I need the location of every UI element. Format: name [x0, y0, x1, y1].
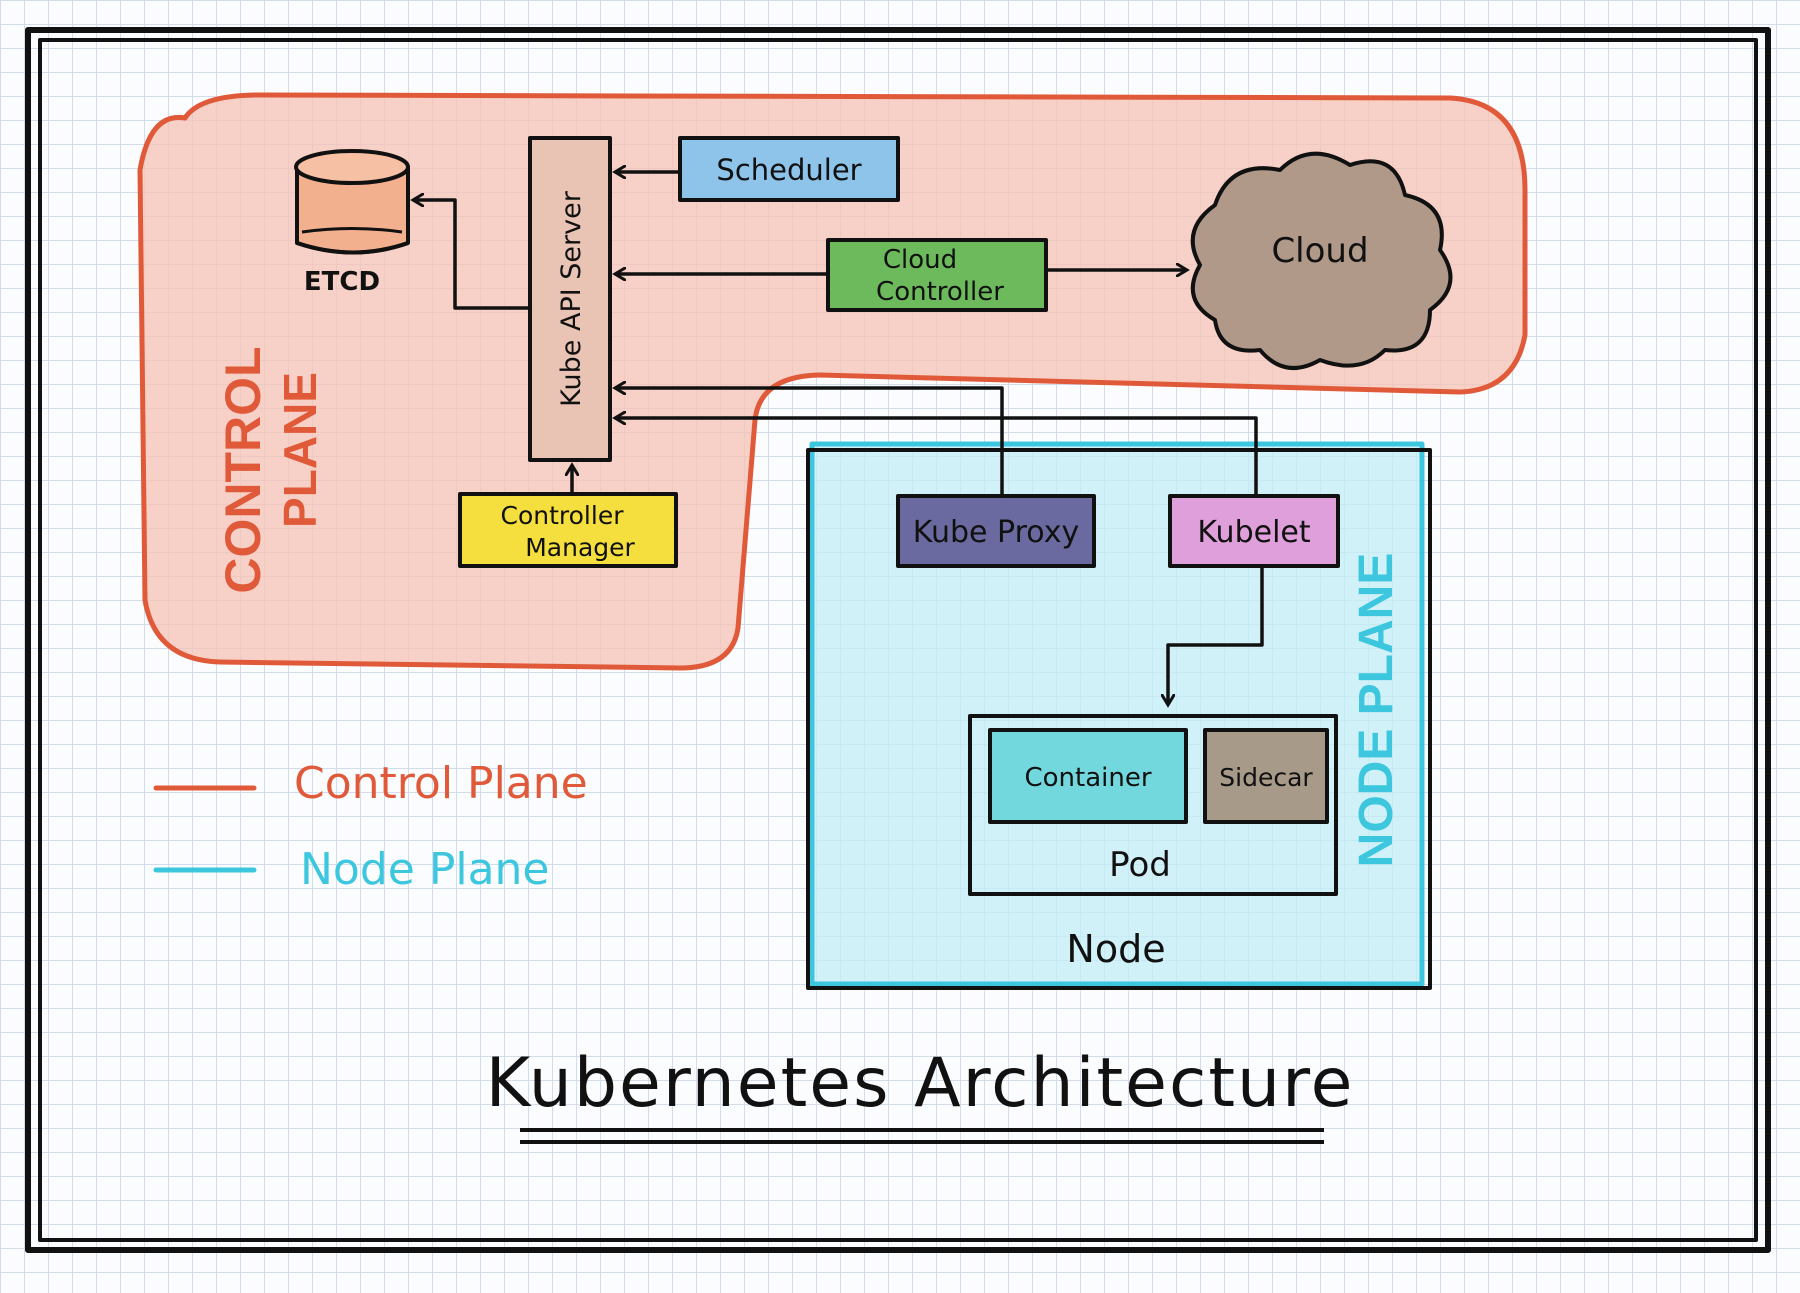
api-server-label: Kube API Server [556, 190, 587, 407]
arrow-kubelet-to-api [616, 418, 1258, 498]
legend-control-plane-label: Control Plane [294, 758, 588, 809]
scheduler-box [678, 136, 900, 202]
cloud-label: Cloud [1271, 231, 1368, 271]
arrow-kubeproxy-to-api [616, 388, 1004, 498]
node-label: Node [1066, 927, 1165, 971]
controller-manager-box [458, 492, 678, 568]
control-plane-vertical-label-line1: CONTROL [215, 346, 271, 593]
scheduler-label: Scheduler [716, 153, 861, 187]
container-box [988, 728, 1188, 824]
cloud-controller-label-line2: Controller [876, 277, 1004, 307]
legend-node-plane-label: Node Plane [300, 844, 550, 895]
pod-label: Pod [1109, 845, 1171, 885]
api-server-box [528, 136, 612, 462]
diagram-title: Kubernetes Architecture [486, 1044, 1355, 1123]
sidecar-label: Sidecar [1219, 763, 1313, 792]
cloud-shape [1190, 151, 1453, 370]
cloud-controller-label-line1: Cloud [883, 245, 957, 275]
kubelet-label: Kubelet [1197, 515, 1310, 550]
container-label: Container [1024, 763, 1151, 793]
controller-manager-label-line2: Manager [525, 533, 635, 562]
kubelet-box [1168, 494, 1340, 568]
node-box [806, 448, 1432, 990]
page-frame [25, 27, 1771, 1253]
connectors [414, 172, 1264, 704]
etcd-icon [294, 149, 410, 255]
arrow-api-to-etcd [414, 200, 532, 310]
etcd-label: ETCD [304, 267, 380, 297]
arrow-kubelet-to-pod [1168, 564, 1264, 704]
pod-box [968, 714, 1338, 896]
control-plane-vertical-label-line2: PLANE [274, 372, 326, 528]
kube-proxy-label: Kube Proxy [913, 515, 1079, 550]
controller-manager-label-line1: Controller [501, 501, 625, 530]
node-plane-vertical-label: NODE PLANE [1350, 553, 1403, 868]
labels: ETCD Kube API Server Scheduler Cloud Con… [215, 153, 1403, 971]
legend: Control Plane Node Plane [153, 758, 588, 895]
kube-proxy-box [896, 494, 1096, 568]
title-block: Kubernetes Architecture [486, 1044, 1355, 1144]
sidecar-box [1203, 728, 1329, 824]
